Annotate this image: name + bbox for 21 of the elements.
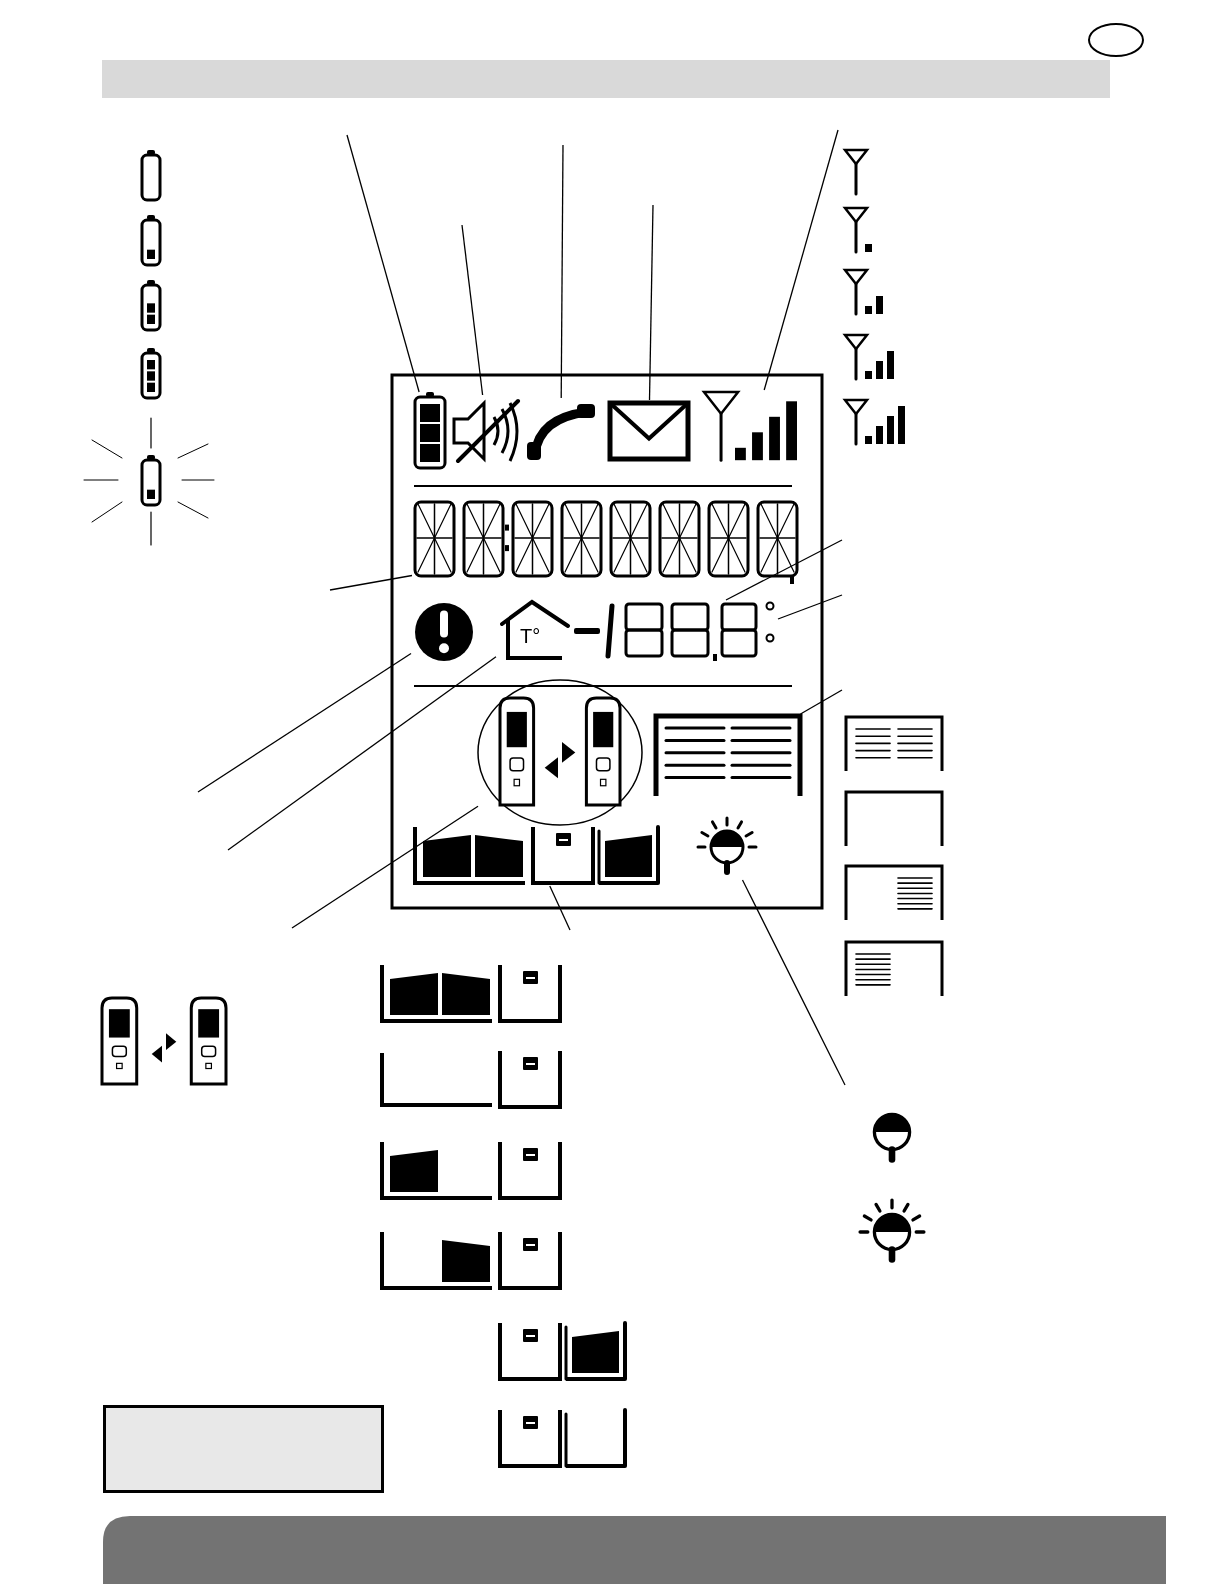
leader-line <box>549 885 571 931</box>
leader-line <box>346 134 420 393</box>
leader-line <box>741 879 846 1086</box>
leader-line <box>777 594 843 620</box>
garage-door-icon <box>654 714 802 798</box>
leader-line <box>291 805 479 929</box>
note-box <box>103 1405 384 1493</box>
battery-icon <box>413 392 447 470</box>
gate-icon <box>413 826 659 886</box>
leader-line <box>329 574 413 591</box>
temperature-symbol: T° <box>520 626 541 646</box>
leader-line <box>197 652 412 793</box>
leader-line <box>227 656 497 851</box>
leader-line <box>648 204 654 401</box>
leader-line <box>763 129 839 391</box>
leader-line <box>461 224 484 396</box>
digit-readout <box>572 600 760 662</box>
remote-pair-icon <box>478 680 642 825</box>
leader-line <box>560 144 564 399</box>
leader-line <box>799 689 843 715</box>
envelope-icon <box>607 400 691 462</box>
